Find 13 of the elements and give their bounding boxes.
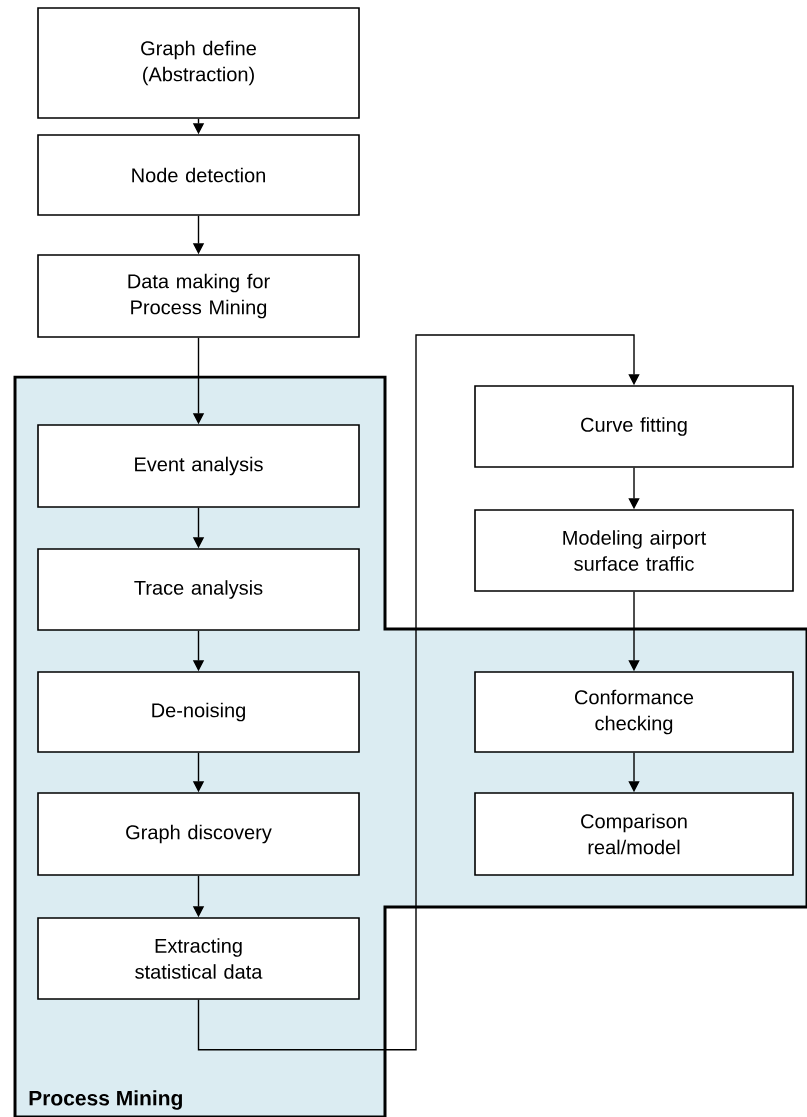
process-box: De-noising <box>37 671 360 753</box>
process-box: Curve fitting <box>474 385 794 468</box>
process-box: Graph define (Abstraction) <box>37 7 360 119</box>
process-box: Modeling airport surface traffic <box>474 509 794 592</box>
process-box: Graph discovery <box>37 792 360 876</box>
process-box: Comparison real/model <box>474 792 794 876</box>
process-box: Node detection <box>37 134 360 216</box>
process-box: Conformance checking <box>474 671 794 753</box>
process-box: Extracting statistical data <box>37 917 360 1000</box>
process-box: Event analysis <box>37 424 360 508</box>
process-box: Data making for Process Mining <box>37 254 360 338</box>
arrow <box>197 334 640 1051</box>
process-box: Trace analysis <box>37 548 360 631</box>
